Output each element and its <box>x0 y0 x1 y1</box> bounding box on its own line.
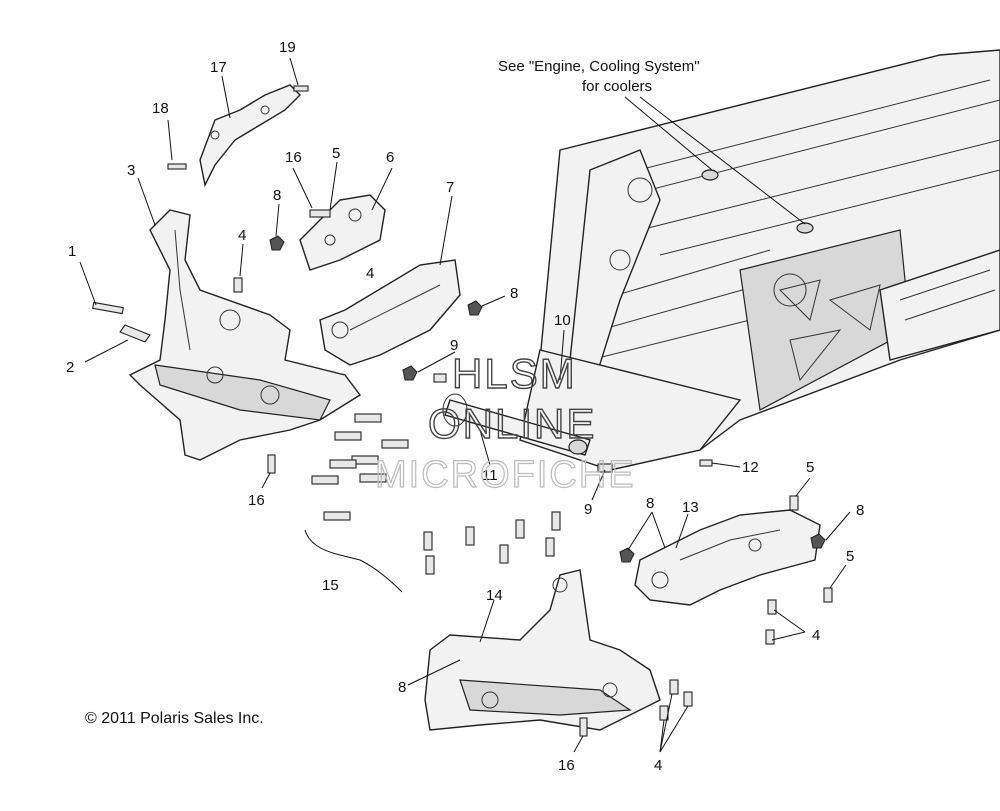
coolers-note-line-1: See "Engine, Cooling System" <box>498 58 700 75</box>
leader-lines <box>79 57 851 753</box>
callout-9-bottom: 9 <box>584 501 592 518</box>
callout-17: 17 <box>210 59 227 76</box>
callout-18: 18 <box>152 100 169 117</box>
chassis-tunnel <box>519 49 1000 471</box>
callout-4-bottom: 4 <box>654 757 662 774</box>
fasteners <box>92 85 833 737</box>
part-17-bracket <box>199 84 301 188</box>
callout-8-left: 8 <box>273 187 281 204</box>
callout-2: 2 <box>66 359 74 376</box>
callout-4-left: 4 <box>238 227 246 244</box>
callout-5-top: 5 <box>332 145 340 162</box>
callout-13: 13 <box>682 499 699 516</box>
callout-4-mid: 4 <box>366 265 374 282</box>
callout-1: 1 <box>68 243 76 260</box>
callout-19: 19 <box>279 39 296 56</box>
callout-8-bottom: 8 <box>398 679 406 696</box>
callout-labels: 1 2 3 18 17 19 16 5 6 8 4 4 7 8 9 10 11 … <box>66 39 864 774</box>
watermark: HLSM ONLINE MICROFICHE <box>374 349 636 496</box>
part-11-shaft <box>442 393 591 456</box>
callout-4-right: 4 <box>812 627 820 644</box>
part-3-left-frame <box>128 209 362 461</box>
watermark-line-2: ONLINE <box>428 400 596 447</box>
callout-12: 12 <box>742 459 759 476</box>
callout-5-right-bottom: 5 <box>846 548 854 565</box>
callout-5-right-top: 5 <box>806 459 814 476</box>
callout-10: 10 <box>554 312 571 329</box>
callout-16-top: 16 <box>285 149 302 166</box>
part-6-plate <box>299 194 386 271</box>
callout-15: 15 <box>322 577 339 594</box>
callout-9-top: 9 <box>450 337 458 354</box>
part-13-bracket <box>634 509 821 606</box>
callout-8-right-a: 8 <box>646 495 654 512</box>
callout-11: 11 <box>482 467 498 484</box>
watermark-line-1: HLSM <box>452 350 577 397</box>
callout-8-mid: 8 <box>510 285 518 302</box>
callout-14: 14 <box>486 587 503 604</box>
callout-6: 6 <box>386 149 394 166</box>
callout-7: 7 <box>446 179 454 196</box>
copyright-notice: © 2011 Polaris Sales Inc. <box>85 710 264 727</box>
watermark-line-3: MICROFICHE <box>375 454 636 496</box>
part-7-mount <box>319 259 461 366</box>
callout-16-left: 16 <box>248 492 265 509</box>
callout-8-right-b: 8 <box>856 502 864 519</box>
part-14-lower-frame <box>424 569 661 731</box>
callout-3: 3 <box>127 162 135 179</box>
callout-16-bottom: 16 <box>558 757 575 774</box>
coolers-note-line-2: for coolers <box>582 78 652 95</box>
